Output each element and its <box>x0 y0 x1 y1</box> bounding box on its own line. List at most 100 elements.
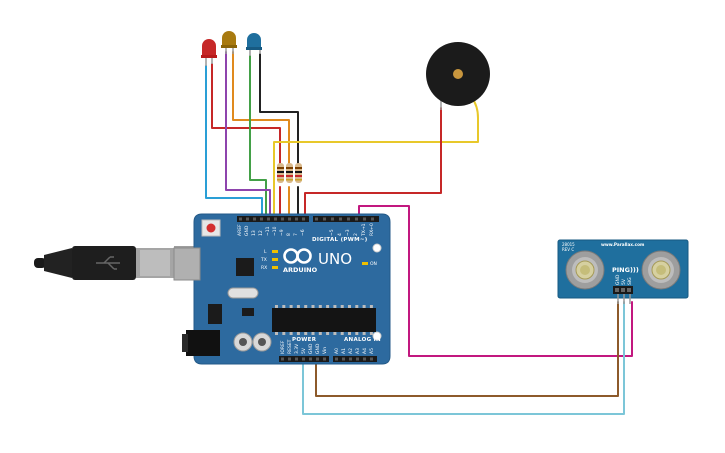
regulator <box>208 304 222 324</box>
chip-pin <box>369 332 373 335</box>
chip-pin <box>304 332 308 335</box>
pin-label: 12 <box>258 230 264 236</box>
sensor-pin-label: 5V <box>621 278 627 285</box>
pin-label: ~10 <box>272 226 278 236</box>
header-pin-hole[interactable] <box>331 217 334 221</box>
led-amber[interactable] <box>221 31 237 54</box>
chip-pin <box>289 332 293 335</box>
header-pin-hole[interactable] <box>370 357 373 361</box>
header-pin-hole[interactable] <box>323 357 326 361</box>
chip-pin <box>275 332 278 335</box>
usb-chip <box>236 258 254 276</box>
chip-pin <box>348 305 351 308</box>
header-pin-hole[interactable] <box>288 217 291 221</box>
reset-button[interactable] <box>201 219 221 237</box>
wire-brown-5v[interactable] <box>315 301 619 397</box>
header-pin-hole[interactable] <box>315 217 318 221</box>
header-pin-hole[interactable] <box>281 357 284 361</box>
power-jack <box>182 330 220 356</box>
header-pin-hole[interactable] <box>239 217 242 221</box>
wire-magenta-sig[interactable] <box>358 205 633 357</box>
pin-label: A4 <box>362 348 368 354</box>
header-pin-hole[interactable] <box>295 357 298 361</box>
header-pin-hole[interactable] <box>260 217 263 221</box>
led-red[interactable] <box>201 39 217 66</box>
wires <box>205 51 633 415</box>
resistor-3[interactable] <box>295 163 302 183</box>
header-pin-hole[interactable] <box>347 217 350 221</box>
wire-cyan-gnd[interactable] <box>302 301 625 415</box>
header-pin-hole[interactable] <box>309 357 312 361</box>
led-blue[interactable] <box>246 33 262 56</box>
wire-red-led[interactable] <box>211 63 281 166</box>
header-pin-hole[interactable] <box>302 357 305 361</box>
pin-label: 4 <box>337 233 343 236</box>
sensor-pin-header[interactable] <box>613 286 633 294</box>
pin-label: 5V <box>301 347 307 354</box>
chip-pin <box>362 305 366 308</box>
analog-header[interactable] <box>333 356 377 362</box>
wire-black-led[interactable] <box>259 53 299 166</box>
digital-header[interactable] <box>237 216 379 222</box>
model-label: UNO <box>318 250 352 268</box>
header-pin-hole[interactable] <box>335 357 338 361</box>
wire-blue-led[interactable] <box>205 65 263 221</box>
wire-purple-led[interactable] <box>225 51 271 221</box>
pin-label: A3 <box>355 348 361 354</box>
resistor-1[interactable] <box>277 163 284 183</box>
label-rx: RX <box>261 265 267 271</box>
header-pin-hole[interactable] <box>355 217 358 221</box>
header-pin-hole[interactable] <box>363 357 366 361</box>
wire-red-buzzer[interactable] <box>304 107 442 221</box>
transducer-left <box>565 250 605 290</box>
header-pin-hole[interactable] <box>295 217 298 221</box>
pin-label: 8 <box>286 233 292 236</box>
led-rx-indicator <box>272 266 278 269</box>
chip-pin <box>355 305 359 308</box>
arduino-infinity-icon <box>283 248 312 264</box>
header-pin-hole[interactable] <box>323 217 326 221</box>
chip-pin <box>296 332 300 335</box>
chip-pin <box>318 305 322 308</box>
header-pin-hole[interactable] <box>339 217 342 221</box>
mount-hole <box>372 331 382 341</box>
header-pin-hole[interactable] <box>371 217 374 221</box>
chip-pin <box>333 305 337 308</box>
wire-green-led[interactable] <box>249 55 267 221</box>
header-pin-hole[interactable] <box>363 217 366 221</box>
header-pin-hole[interactable] <box>342 357 345 361</box>
header-pin-hole[interactable] <box>281 217 284 221</box>
pin-label: AREF <box>237 224 243 236</box>
piezo-buzzer[interactable] <box>426 42 490 110</box>
header-pin-hole[interactable] <box>246 217 249 221</box>
chip-pin <box>311 305 315 308</box>
pin-label: Vin <box>322 347 328 354</box>
header-pin-hole[interactable] <box>253 217 256 221</box>
header-pin-hole[interactable] <box>274 217 277 221</box>
chip-pin <box>275 305 278 308</box>
header-pin-hole[interactable] <box>349 357 352 361</box>
header-pin-hole[interactable] <box>302 217 305 221</box>
power-header-label: POWER <box>292 337 317 343</box>
pin-label: GND <box>315 343 321 354</box>
power-header[interactable] <box>279 356 329 362</box>
header-pin-hole[interactable] <box>316 357 319 361</box>
chip-pin <box>289 305 293 308</box>
pin-label: 7 <box>293 233 299 236</box>
sensor-part-label: 28015 <box>562 242 575 247</box>
chip-pin <box>340 332 344 335</box>
label-l: L <box>264 249 267 255</box>
header-pin-hole[interactable] <box>288 357 291 361</box>
crystal <box>227 287 259 299</box>
header-pin-hole[interactable] <box>267 217 270 221</box>
pin-label: TX→1 <box>361 223 367 237</box>
resistor-2[interactable] <box>286 163 293 183</box>
ping-ultrasonic-sensor[interactable]: 28015 REV C www.Parallax.com PING))) GND… <box>557 239 689 304</box>
chip-pin <box>362 332 366 335</box>
header-pin-hole[interactable] <box>356 357 359 361</box>
